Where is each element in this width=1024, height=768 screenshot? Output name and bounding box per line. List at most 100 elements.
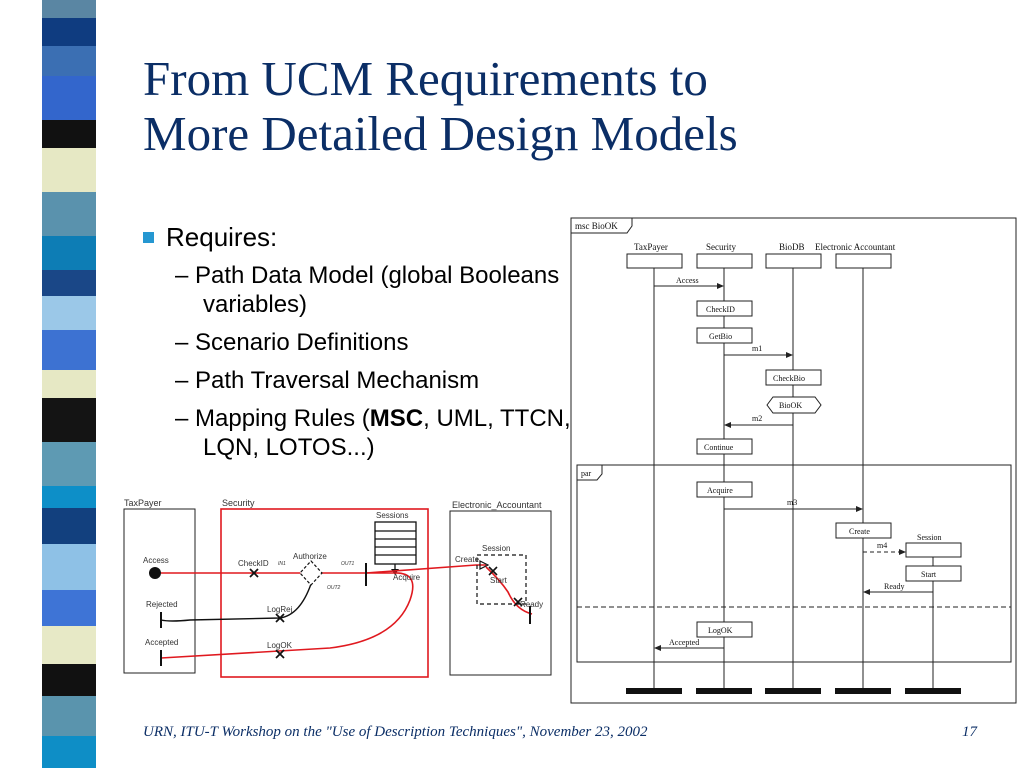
ucm-path-to-session (365, 564, 486, 574)
msc-m4-label: m4 (877, 541, 887, 550)
msc-accountant-end (835, 688, 891, 694)
msc-logok-label: LogOK (708, 626, 733, 635)
msc-biodb-label: BioDB (779, 242, 805, 252)
footer-text: URN, ITU-T Workshop on the "Use of Descr… (143, 724, 648, 740)
msc-m2-arrowhead (724, 422, 731, 428)
msc-security-end (696, 688, 752, 694)
msc-checkid-label: CheckID (706, 305, 735, 314)
msc-accountant-label: Electronic Accountant (815, 242, 896, 252)
msc-taxpayer-end (626, 688, 682, 694)
ucm-in1-label: IN1 (278, 561, 286, 567)
msc-start-action (905, 565, 962, 582)
msc-checkid-action (696, 300, 753, 317)
decorative-stripe (0, 0, 118, 768)
ucm-sessions-pool (374, 521, 417, 565)
ucm-out1-label: OUT1 (341, 561, 355, 567)
msc-access-arrowhead (717, 283, 724, 289)
msc-session-head (905, 542, 962, 558)
msc-ready-arrowhead (863, 589, 870, 595)
msc-m2-label: m2 (752, 414, 762, 423)
msc-logok-action (696, 621, 753, 638)
msc-start-label: Start (921, 570, 937, 579)
ucm-access-label: Access (143, 556, 169, 565)
msc-accepted-arrowhead (654, 645, 661, 651)
ucm-authorize-stub (299, 560, 323, 586)
msc-getbio-label: GetBio (709, 332, 732, 341)
mapping-rules-msc: MSC (369, 405, 424, 432)
ucm-accountant-component (449, 510, 552, 676)
msc-name-tab (571, 218, 633, 234)
ucm-accountant-label: Electronic_Accountant (452, 500, 542, 510)
msc-m1-arrowhead (786, 352, 793, 358)
ucm-logok-label: LogOK (267, 641, 293, 650)
msc-checkbio-label: CheckBio (773, 374, 805, 383)
msc-m3-arrowhead (856, 506, 863, 512)
ucm-logok-responsibility (275, 649, 285, 659)
bullet-list: Requires: – Path Data Model (global Bool… (143, 222, 573, 462)
msc-biook-condition (766, 396, 822, 414)
mapping-rules-text-b: , UML, TTCN, LQN, LOTOS...) (203, 405, 571, 461)
ucm-logrej-label: LogRej (267, 605, 293, 614)
ucm-acquire-label: Acquire (393, 573, 421, 582)
ucm-session-label: Session (482, 544, 510, 553)
sub-bullet-path-traversal: – Path Traversal Mechanism (175, 367, 480, 394)
msc-biodb-head (765, 253, 822, 269)
msc-session-label: Session (917, 533, 941, 542)
ucm-start-end-responsibility (513, 597, 523, 607)
msc-biook-label: BioOK (779, 401, 802, 410)
msc-par-label: par (581, 469, 592, 478)
ucm-out2-label: OUT2 (327, 585, 341, 591)
msc-security-head (696, 253, 753, 269)
ucm-path-accepted (160, 572, 414, 659)
msc-ready-label: Ready (884, 582, 904, 591)
ucm-checkid-label: CheckID (238, 559, 269, 568)
ucm-start-label: Start (490, 576, 508, 585)
ucm-create-arrow (479, 560, 490, 570)
bullet-requires-text: Requires: (166, 222, 278, 252)
slide-title-line-1: From UCM Requirements to (143, 51, 708, 106)
msc-accepted-label: Accepted (669, 638, 699, 647)
ucm-logrej-responsibility (275, 613, 285, 623)
ucm-session-component (476, 554, 527, 605)
msc-create-label: Create (849, 527, 870, 536)
page-number: 17 (962, 724, 977, 740)
slide-title-line-2: More Detailed Design Models (143, 105, 738, 161)
mapping-rules-text-a: – Mapping Rules ( (175, 405, 370, 432)
ucm-rejected-label: Rejected (146, 600, 178, 609)
slide-title: From UCM Requirements to More Detailed D… (143, 51, 943, 162)
msc-security-label: Security (706, 242, 736, 252)
square-bullet-icon (143, 232, 154, 243)
ucm-taxpayer-label: TaxPayer (124, 498, 162, 508)
msc-taxpayer-label: TaxPayer (634, 242, 668, 252)
ucm-authorize-label: Authorize (293, 552, 327, 561)
msc-biodb-end (765, 688, 821, 694)
ucm-access-start-point (149, 567, 161, 579)
msc-checkbio-action (765, 369, 822, 386)
ucm-checkid-responsibility (249, 568, 259, 578)
msc-m1-label: m1 (752, 344, 762, 353)
msc-continue-label: Continue (704, 443, 734, 452)
ucm-ready-label: Ready (520, 600, 543, 609)
ucm-security-label: Security (222, 498, 255, 508)
ucm-security-component (220, 508, 429, 678)
msc-session-end (905, 688, 961, 694)
bullet-requires: Requires: (143, 222, 573, 252)
msc-taxpayer-head (626, 253, 683, 269)
msc-par-frame (576, 464, 1012, 663)
msc-create-action (835, 522, 892, 539)
msc-diagram: msc BioOK TaxPayer Security BioDB Electr… (570, 217, 1017, 704)
ucm-path-session-internal (485, 566, 533, 615)
msc-m4-arrowhead (899, 549, 906, 555)
msc-access-label: Access (676, 276, 699, 285)
msc-acquire-action (696, 481, 753, 498)
msc-acquire-label: Acquire (707, 486, 733, 495)
msc-continue-action (696, 438, 753, 455)
sub-bullet-path-data-model: – Path Data Model (global Booleans varia… (175, 262, 560, 318)
sub-bullet-scenario-definitions: – Scenario Definitions (175, 329, 409, 356)
ucm-accepted-label: Accepted (145, 638, 178, 647)
ucm-sessions-label: Sessions (376, 511, 408, 520)
msc-par-tab (577, 465, 603, 481)
msc-getbio-action (696, 327, 753, 344)
ucm-diagram: TaxPayer Security Electronic_Accountant … (123, 498, 552, 678)
msc-accountant-head (835, 253, 892, 269)
